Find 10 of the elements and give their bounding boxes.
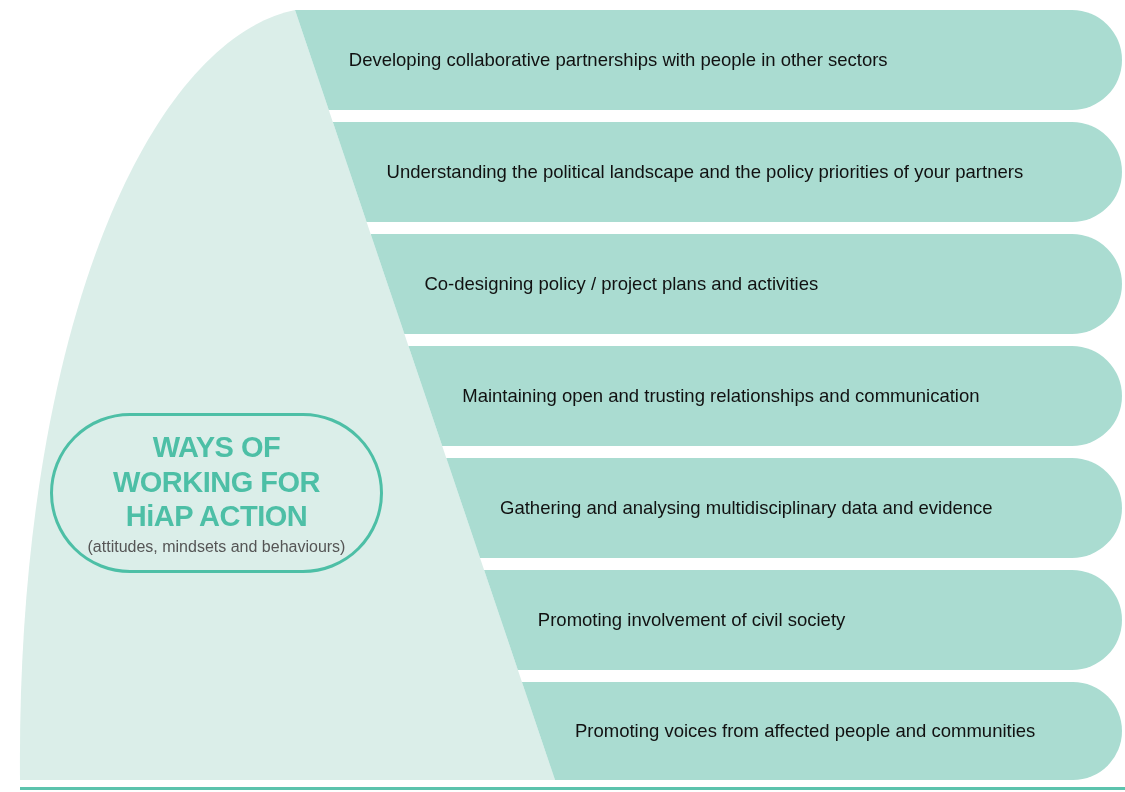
item-text: Gathering and analysing multidisciplinary data and evidence bbox=[500, 496, 993, 520]
item-text: Developing collaborative partnerships with people in other sectors bbox=[348, 48, 888, 72]
title-pill bbox=[50, 413, 383, 573]
item-text: Promoting voices from affected people and communities bbox=[575, 719, 1036, 743]
item-text: Understanding the political landscape and the policy priorities of your partners bbox=[386, 160, 1024, 184]
heading: WAYS OF WORKING FOR HiAP ACTION bbox=[111, 429, 322, 535]
item-text: Co-designing policy / project plans and activities bbox=[424, 272, 819, 296]
subtitle: (attitudes, mindsets and behaviours) bbox=[87, 538, 346, 557]
item-text: Promoting involvement of civil society bbox=[537, 608, 846, 632]
item-text: Maintaining open and trusting relationships and communication bbox=[462, 384, 980, 408]
